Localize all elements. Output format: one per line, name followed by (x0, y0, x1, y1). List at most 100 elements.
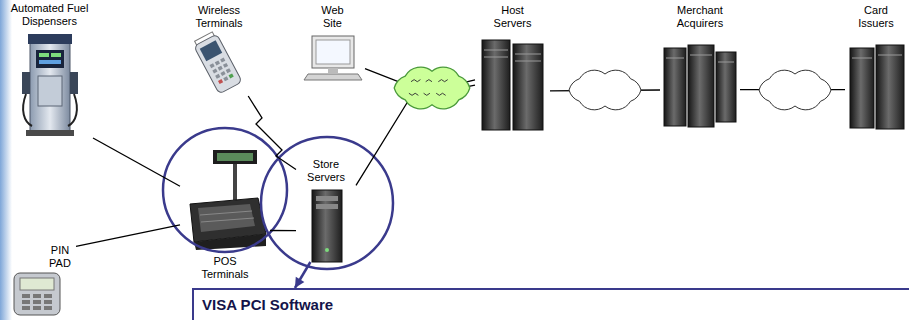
wireless-terminal-icon-part (220, 71, 225, 76)
issuer-server-icon-part (850, 48, 874, 128)
pin-pad-icon-part (33, 294, 41, 298)
connector (270, 230, 296, 231)
web-computer-icon-part (304, 74, 362, 80)
network-cloud (759, 70, 831, 110)
server-node: Merchant Acquirers (660, 4, 740, 130)
pin-pad-icon (14, 273, 60, 315)
web-computer-icon-part (328, 68, 338, 73)
arrow-head (295, 277, 304, 288)
connector (248, 96, 296, 170)
fuel-dispenser-icon-part (51, 53, 61, 57)
acquirer-server-icon-part (718, 62, 734, 63)
node-label: Host Servers (490, 4, 535, 30)
web-computer-icon-part (312, 36, 354, 68)
fuel-dispenser-icon-part (68, 94, 77, 126)
pin-pad-icon-part (22, 294, 30, 298)
issuer-server-icon-part (876, 45, 904, 129)
internet-cloud-part (411, 80, 448, 82)
pos-terminal-icon-part (217, 153, 253, 161)
pos-terminal-icon-part (200, 211, 252, 215)
host-server-icon-part (513, 44, 543, 130)
internet-cloud (394, 67, 470, 109)
pin-pad-icon-part (22, 300, 30, 304)
wireless-terminal-icon-part (215, 60, 220, 65)
acquirer-server-icon-part (690, 55, 712, 56)
host-server-icon-part (515, 61, 541, 62)
acquirer-server-icon (664, 45, 736, 127)
device-node: Wireless Terminals (180, 4, 258, 96)
store-server-icon-part (312, 190, 342, 262)
connector-line (270, 230, 296, 231)
issuer-server-icon-part (852, 58, 872, 59)
pin-pad-icon-part (20, 278, 54, 290)
connector-line (93, 138, 180, 186)
server-node: Host Servers (475, 4, 550, 132)
wireless-terminal-icon-part (226, 68, 231, 73)
node-label: PIN PAD (46, 244, 74, 270)
fuel-dispenser-icon-part (70, 72, 78, 94)
pin-pad-icon-part (14, 273, 60, 315)
fuel-dispenser-icon-part (26, 130, 74, 136)
pos-terminal-icon-part (233, 164, 237, 200)
store-server-icon (312, 190, 342, 262)
wireless-terminal-icon-part (220, 58, 225, 63)
issuer-server-icon-part (878, 55, 902, 56)
wireless-terminal-icon-part (215, 74, 220, 79)
host-server-icon (482, 40, 543, 130)
host-server-icon-part (515, 54, 541, 55)
node-label: POS Terminals (198, 255, 253, 281)
network-cloud-part (569, 70, 641, 110)
device-node: POS Terminals (180, 148, 270, 281)
store-server-icon-part (316, 204, 338, 209)
acquirer-server-icon-part (666, 58, 684, 59)
network-cloud (569, 70, 641, 110)
wireless-terminal-icon-part (223, 63, 228, 68)
connector-line (76, 225, 180, 246)
acquirer-server-icon-part (716, 52, 736, 122)
fuel-dispenser-icon (22, 34, 78, 136)
fuel-dispenser-icon-part (28, 34, 72, 44)
device-node: Automated Fuel Dispensers (2, 2, 97, 138)
connector (93, 138, 180, 186)
network-cloud-part (759, 70, 831, 110)
wireless-terminal-icon-part (200, 40, 222, 61)
acquirer-server-icon-part (688, 45, 714, 127)
host-server-icon-part (482, 40, 510, 130)
node-label: Card Issuers (855, 4, 897, 30)
wireless-terminal-icon-part (218, 79, 223, 84)
server-node: Card Issuers (845, 4, 907, 130)
fuel-dispenser-icon-part (30, 36, 70, 132)
wireless-terminal-icon-part (229, 73, 234, 78)
device-node: PIN PAD (8, 244, 76, 317)
web-computer-icon (304, 36, 362, 80)
wireless-terminal-icon-part (212, 69, 217, 74)
pos-terminal-icon-part (201, 218, 254, 222)
fuel-dispenser-icon-part (39, 53, 49, 57)
wireless-terminal-icon (192, 31, 242, 94)
node-label: Automated Fuel Dispensers (5, 2, 95, 28)
pos-terminal-icon (190, 150, 266, 250)
acquirer-server-icon-part (664, 48, 686, 126)
wireless-terminal-icon-part (194, 34, 242, 94)
host-server-icon-part (484, 57, 508, 58)
host-server-icon-part (484, 50, 508, 51)
internet-cloud-part (394, 67, 470, 109)
fuel-dispenser-icon-part (22, 72, 30, 94)
fuel-dispenser-icon-part (38, 76, 62, 106)
pin-pad-icon-part (33, 300, 41, 304)
pin-pad-icon-part (44, 294, 52, 298)
store-server-icon-part (325, 248, 329, 252)
device-node: Web Site (300, 4, 365, 80)
internet-cloud-part (409, 93, 446, 95)
pin-pad-icon-part (44, 300, 52, 304)
issuer-server-icon (850, 45, 904, 129)
connector (295, 262, 311, 288)
node-label: Merchant Acquirers (670, 4, 730, 30)
server-node: Store Servers (296, 158, 356, 262)
edge-gradient-bar (0, 0, 12, 320)
node-label: Wireless Terminals (192, 4, 247, 30)
pin-pad-icon-part (22, 306, 30, 310)
